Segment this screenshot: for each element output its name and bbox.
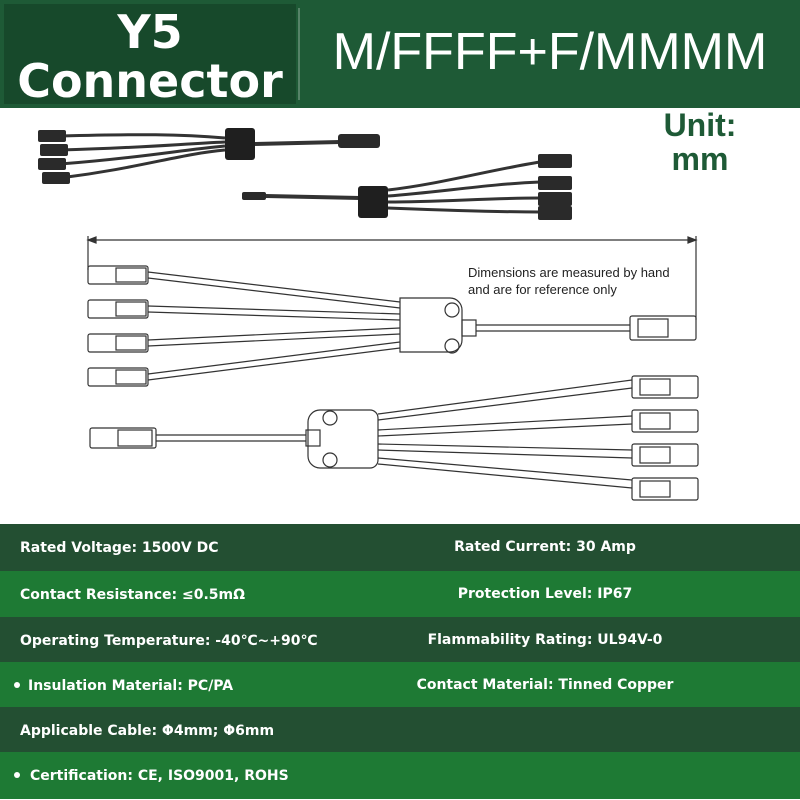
spec-right	[400, 707, 690, 754]
measurement-note: Dimensions are measured by hand and are …	[468, 264, 728, 298]
spec-row: Applicable Cable: Φ4mm; Φ6mm	[0, 707, 800, 754]
unit-label-line2: mm	[671, 141, 729, 177]
spec-right: Rated Current: 30 Amp	[454, 539, 636, 555]
spec-left: Operating Temperature: -40℃~+90℃	[20, 632, 318, 649]
unit-label: Unit: mm	[640, 108, 760, 176]
spec-left: Certification: CE, ISO9001, ROHS	[30, 767, 289, 784]
spec-right: Contact Material: Tinned Copper	[416, 677, 674, 693]
spec-row: Certification: CE, ISO9001, ROHS	[0, 752, 800, 799]
spec-left: Insulation Material: PC/PA	[28, 677, 234, 694]
spec-row: Contact Resistance: ≤0.5mΩ Protection Le…	[0, 571, 800, 618]
bullet-icon	[14, 772, 20, 778]
spec-left: Contact Resistance: ≤0.5mΩ	[20, 586, 245, 603]
drawing-lower-harness	[89, 375, 699, 501]
spec-table: Rated Voltage: 1500V DC Rated Current: 3…	[0, 518, 800, 800]
spec-right: Flammability Rating: UL94V-0	[427, 632, 663, 648]
spec-row: Rated Voltage: 1500V DC Rated Current: 3…	[0, 524, 800, 571]
measurement-note-line2: and are for reference only	[468, 282, 617, 297]
unit-label-line1: Unit:	[663, 107, 737, 143]
header-banner: Y5 Connector M/FFFF+F/MMMM	[0, 0, 800, 108]
configuration-title: M/FFFF+F/MMMM	[332, 23, 768, 81]
measurement-note-line1: Dimensions are measured by hand	[468, 265, 670, 280]
product-photo	[38, 128, 572, 220]
header-divider	[298, 8, 300, 100]
spec-right	[400, 752, 690, 799]
spec-left: Applicable Cable: Φ4mm; Φ6mm	[20, 722, 275, 739]
photo-upper-harness	[38, 128, 380, 184]
technical-drawing	[86, 236, 699, 501]
title-model: Y5	[117, 5, 183, 59]
photo-lower-harness	[242, 154, 572, 220]
spec-left: Rated Voltage: 1500V DC	[20, 539, 219, 556]
spec-row: Operating Temperature: -40℃~+90℃ Flammab…	[0, 617, 800, 664]
drawing-upper-harness	[87, 265, 697, 387]
title-product: Connector	[17, 54, 283, 108]
dimension-line	[86, 236, 698, 320]
bullet-icon	[14, 682, 20, 688]
title-box: Y5 Connector	[4, 4, 296, 108]
spec-right: Protection Level: IP67	[457, 586, 633, 602]
spec-row: Insulation Material: PC/PA Contact Mater…	[0, 662, 800, 709]
